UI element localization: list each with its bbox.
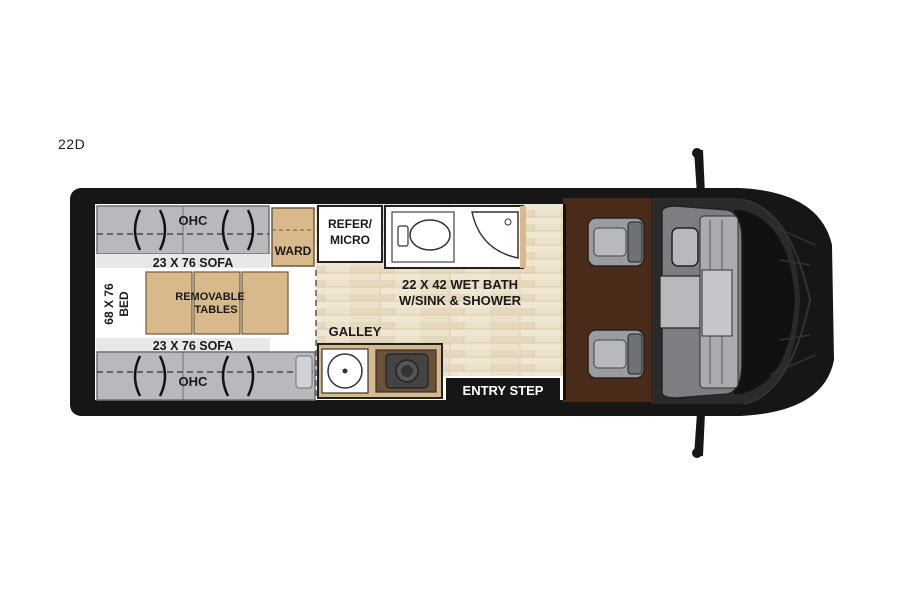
ohc-top-label: OHC: [179, 213, 209, 228]
wardrobe: [271, 207, 315, 267]
refer-micro: [317, 205, 383, 263]
removable-tables: [145, 271, 289, 335]
ward-label: WARD: [275, 244, 312, 258]
model-label: 22D: [58, 136, 86, 152]
galley: [317, 343, 443, 399]
sofa-top: [96, 205, 270, 268]
passenger-seat: [587, 329, 645, 379]
sofa-bottom: [96, 338, 316, 401]
mirror-bottom: [692, 413, 705, 458]
bed-label-1: 68 X 76: [102, 283, 116, 325]
tables-label-1: REMOVABLE: [175, 291, 244, 303]
sofa-bottom-label: 23 X 76 SOFA: [153, 339, 234, 353]
ohc-bottom-label: OHC: [179, 374, 209, 389]
mirror-top: [692, 148, 705, 195]
shower-sink-icon: [471, 211, 519, 259]
entry-step-label: ENTRY STEP: [463, 383, 544, 398]
toilet-icon: [409, 219, 451, 251]
sofa-top-label: 23 X 76 SOFA: [153, 256, 234, 270]
galley-label: GALLEY: [329, 324, 382, 339]
entry-step: [446, 378, 560, 402]
refer-label-1: REFER/: [328, 217, 373, 231]
driver-seat: [587, 217, 645, 267]
steering-wheel: [671, 227, 699, 267]
wet-bath: [384, 205, 524, 269]
bath-label-2: W/SINK & SHOWER: [399, 293, 522, 308]
tables-label-2: TABLES: [194, 304, 237, 316]
bath-label-1: 22 X 42 WET BATH: [402, 277, 518, 292]
bed-label-2: BED: [117, 291, 131, 317]
refer-label-2: MICRO: [330, 233, 370, 247]
